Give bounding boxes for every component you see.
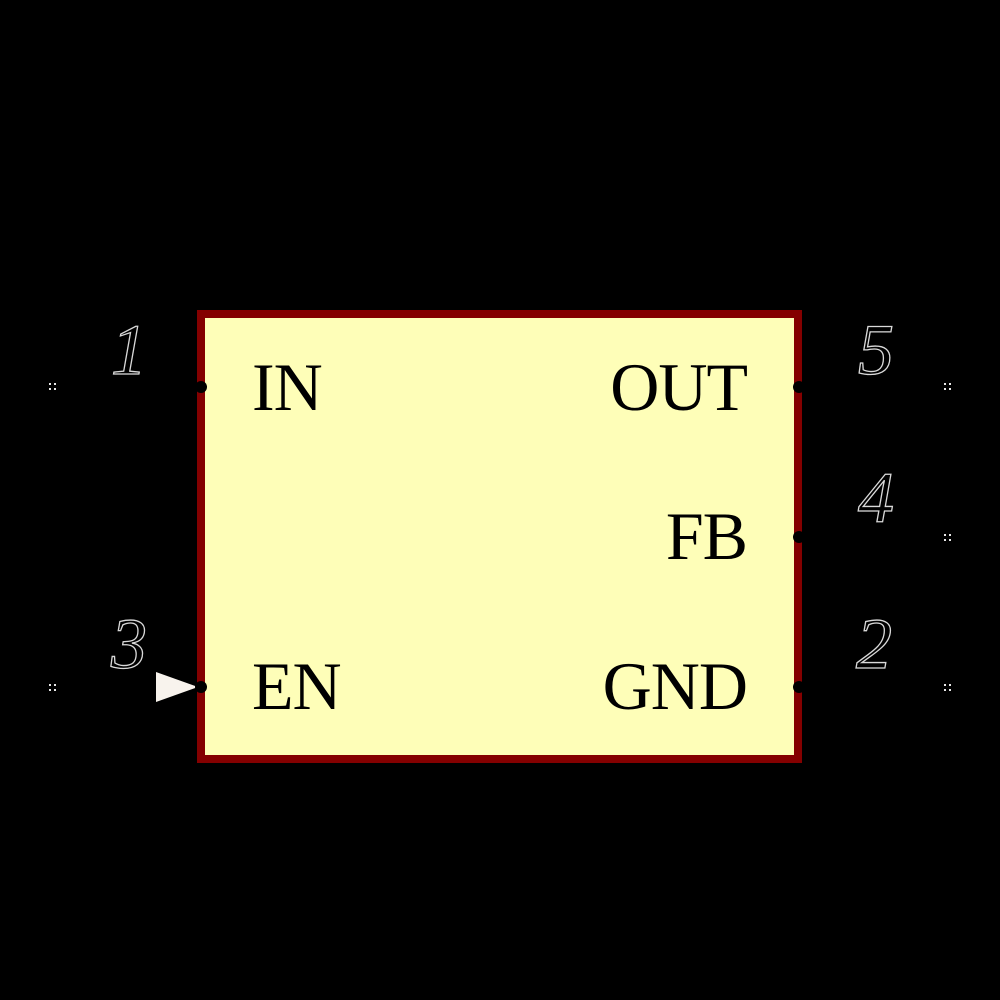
pin-endpoint-marker-3[interactable] [49, 684, 51, 686]
pin-stub-dot-1 [195, 381, 207, 393]
pin-endpoint-marker-2[interactable] [944, 684, 946, 686]
pin-stub-dot-3 [195, 681, 207, 693]
pin-stub-dot-2 [793, 681, 805, 693]
pin-name-en: EN [252, 648, 342, 724]
pin-endpoint-marker-4[interactable] [944, 534, 946, 536]
pin-name-gnd: GND [602, 648, 748, 724]
pin-endpoint-marker-1[interactable] [49, 383, 51, 385]
pin-number-2: 2 [856, 604, 892, 684]
pin-endpoint-marker-5[interactable] [944, 383, 946, 385]
pin-name-in: IN [252, 349, 323, 425]
pin-name-out: OUT [610, 349, 748, 425]
pin-number-3: 3 [110, 604, 147, 684]
pin-stub-dot-5 [793, 381, 805, 393]
input-arrow-icon [156, 672, 198, 702]
symbol-body[interactable] [197, 310, 802, 763]
pin-number-5: 5 [858, 310, 894, 390]
pin-stub-dot-4 [793, 531, 805, 543]
pin-number-1: 1 [111, 310, 147, 390]
pin-name-fb: FB [665, 498, 748, 574]
pin-number-4: 4 [858, 458, 894, 538]
